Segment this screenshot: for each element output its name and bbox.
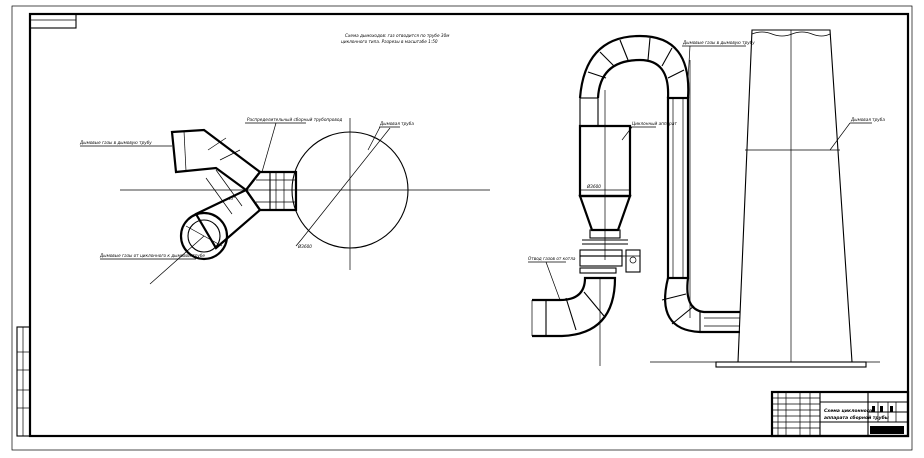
left-stack-label: Дымовая труба <box>379 121 414 126</box>
right-top-label: Дымовые газы в дымовую трубу <box>682 40 755 45</box>
chimney-label: Дымовая труба <box>850 117 885 122</box>
cyclone-dim: Ø3600 <box>586 184 601 189</box>
right-inlet-label: Отвод газов от котла <box>528 256 576 261</box>
inner-frame <box>28 12 910 438</box>
left-inlet-label: Дымовые газы в дымовую трубу <box>79 140 152 145</box>
stack-circle <box>291 131 409 249</box>
cyclone <box>578 90 632 260</box>
gate-valve <box>579 249 641 274</box>
left-outlet-label: Дымовые газы от циклонного к дымовой тру… <box>99 253 205 258</box>
round-pipe-outer <box>179 211 229 261</box>
descending-duct <box>661 60 740 334</box>
margin-strip <box>16 326 31 437</box>
left-view: Дымовые газы в дымовую трубу Распределит… <box>79 117 490 285</box>
collector-label: Распределительный сборный трубопровод <box>247 117 342 122</box>
lower-inlet-elbow <box>531 276 617 366</box>
drawing-note-line1: Схема дымоходов: газ отводится по трубе … <box>345 33 449 38</box>
outlet-duct <box>194 188 262 250</box>
top-arch-duct <box>578 34 690 99</box>
angle-dim: 45° <box>228 196 235 201</box>
cyclone-label: Циклонный аппарат <box>632 121 677 126</box>
diameter-dim: Ø3600 <box>297 244 312 249</box>
drawing-note-line2: циклонного типа. Разрезы в масштабе 1:50 <box>341 39 438 44</box>
title-block: Схема циклонного аппарата сборной трубы <box>770 390 910 438</box>
outer-frame <box>11 5 913 451</box>
title-line1: Схема циклонного <box>824 408 872 414</box>
collector-body <box>244 170 298 212</box>
corner-stamp <box>29 13 77 29</box>
title-line2: аппарата сборной трубы <box>824 414 889 421</box>
round-pipe-inner <box>187 219 221 253</box>
chimney <box>737 29 853 363</box>
right-view: Дымовая труба <box>528 29 885 368</box>
